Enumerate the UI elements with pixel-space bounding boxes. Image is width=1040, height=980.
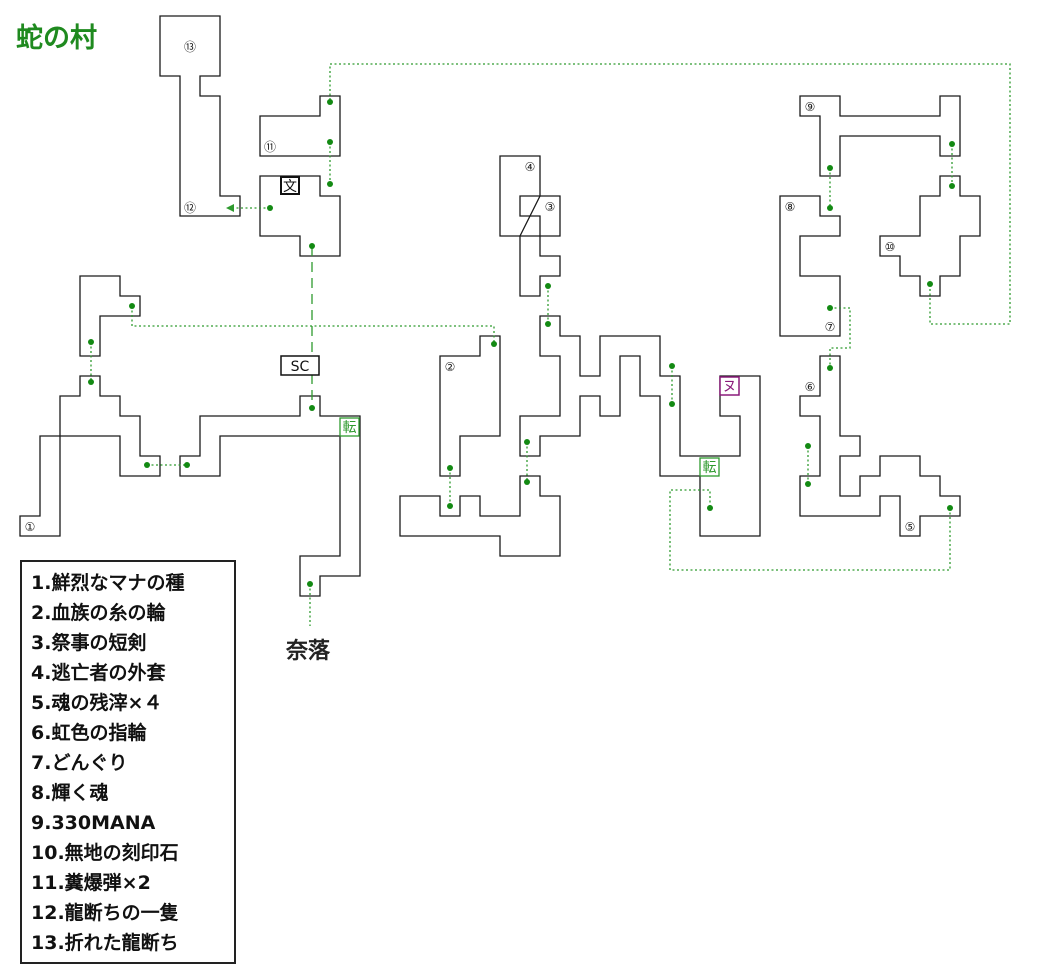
link-5-loop <box>669 489 951 571</box>
room-2 <box>439 335 501 477</box>
number-markers: ⑬ ⑪ ⑫ ① ② ③ ④ ⑤ ⑥ ⑦ ⑧ ⑨ ⑩ <box>25 40 916 534</box>
item-legend: 1.鮮烈なマナの種 2.血族の糸の輪 3.祭事の短剣 4.逃亡者の外套 5.魂の… <box>20 560 236 964</box>
waypoint-dot <box>267 205 273 211</box>
marker-3: ③ <box>545 200 556 214</box>
waypoint-dot <box>805 443 811 449</box>
legend-item: 11.糞爆弾×2 <box>31 872 151 894</box>
room-1-area <box>79 275 141 357</box>
link-1-2 <box>131 306 495 344</box>
legend-item: 2.血族の糸の輪 <box>31 602 166 624</box>
waypoint-dot <box>827 165 833 171</box>
legend-item: 8.輝く魂 <box>31 782 109 804</box>
shop-marker: ヌ <box>719 376 740 396</box>
map-walls <box>19 15 981 597</box>
text-sign-label: 文 <box>283 179 297 195</box>
waypoint-dot <box>949 141 955 147</box>
waypoint-dot <box>927 281 933 287</box>
marker-2: ② <box>445 360 456 374</box>
waypoint-dot <box>309 405 315 411</box>
room-9 <box>799 95 961 177</box>
start-label: SC <box>291 359 310 375</box>
corridor-to-teleport <box>179 395 361 597</box>
teleport-marker-left: 転 <box>339 417 360 437</box>
exit-label: 奈落 <box>285 638 331 664</box>
marker-10: ⑩ <box>885 240 896 254</box>
legend-item: 13.折れた龍断ち <box>31 932 179 954</box>
waypoint-dot <box>524 479 530 485</box>
legend-item: 4.逃亡者の外套 <box>31 662 166 684</box>
waypoint-dot <box>309 243 315 249</box>
waypoint-dot <box>491 341 497 347</box>
legend-item: 7.どんぐり <box>31 752 128 774</box>
waypoint-dot <box>327 181 333 187</box>
waypoint-dot <box>545 283 551 289</box>
waypoint-dot <box>524 439 530 445</box>
start-marker: SC <box>280 355 320 376</box>
marker-13: ⑬ <box>184 40 196 54</box>
marker-9: ⑨ <box>805 100 816 114</box>
waypoint-dot <box>88 339 94 345</box>
waypoint-dot <box>947 505 953 511</box>
legend-item: 10.無地の刻印石 <box>31 842 179 864</box>
room-10 <box>879 175 981 297</box>
legend-item: 3.祭事の短剣 <box>31 632 147 654</box>
marker-11: ⑪ <box>264 140 276 154</box>
teleport-label: 転 <box>343 420 357 436</box>
room-2-lower <box>399 475 561 557</box>
central-corridor <box>519 315 761 537</box>
legend-item: 1.鮮烈なマナの種 <box>31 572 185 594</box>
waypoint-dot <box>827 365 833 371</box>
waypoint-dot <box>669 401 675 407</box>
waypoint-dot <box>144 462 150 468</box>
waypoint-dot <box>949 183 955 189</box>
room-text-cluster <box>259 175 341 257</box>
waypoint-dot <box>447 465 453 471</box>
marker-4: ④ <box>525 160 536 174</box>
room-6 <box>799 355 961 537</box>
room-11 <box>259 95 341 157</box>
waypoint-dot <box>88 379 94 385</box>
marker-7: ⑦ <box>825 320 836 334</box>
room-3 <box>519 195 561 297</box>
link-upper-right <box>329 63 1011 325</box>
map-links <box>90 63 1011 626</box>
marker-6: ⑥ <box>805 380 816 394</box>
waypoint-dot <box>447 503 453 509</box>
waypoint-dot <box>129 303 135 309</box>
waypoint-dot <box>827 305 833 311</box>
waypoint-dot <box>545 321 551 327</box>
legend-item: 6.虹色の指輪 <box>31 722 147 744</box>
waypoint-dot <box>327 99 333 105</box>
marker-8: ⑧ <box>785 200 796 214</box>
teleport-marker-right: 転 <box>699 457 720 477</box>
marker-12: ⑫ <box>184 201 196 215</box>
legend-item: 12.龍断ちの一隻 <box>31 902 179 924</box>
map-dots <box>88 99 955 587</box>
waypoint-dot <box>707 505 713 511</box>
waypoint-dot <box>805 481 811 487</box>
legend-item: 5.魂の残滓×４ <box>31 692 163 714</box>
marker-1: ① <box>25 520 36 534</box>
waypoint-dot <box>327 139 333 145</box>
room-8 <box>779 195 841 337</box>
waypoint-dot <box>184 462 190 468</box>
marker-5: ⑤ <box>905 520 916 534</box>
teleport-label: 転 <box>703 460 717 476</box>
waypoint-dot <box>669 363 675 369</box>
room-1-main <box>19 375 161 537</box>
link-7-6 <box>829 307 851 368</box>
room-13 <box>159 15 241 217</box>
arrow-left-icon <box>226 204 234 212</box>
waypoint-dot <box>827 205 833 211</box>
shop-label: ヌ <box>723 379 737 395</box>
legend-item: 9.330MANA <box>31 812 156 834</box>
text-sign-marker: 文 <box>280 176 300 195</box>
waypoint-dot <box>307 581 313 587</box>
map-title: 蛇の村 <box>16 23 97 54</box>
